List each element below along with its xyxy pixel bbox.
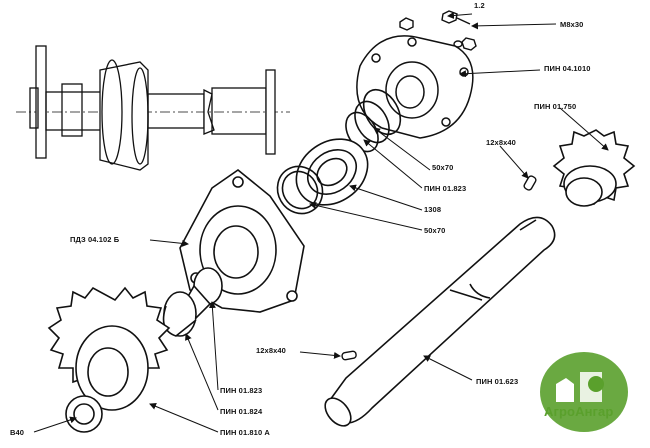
label-housing-top: ПИН 04.1010 xyxy=(544,64,591,73)
label-ring-823-bottom: ПИН 01.823 xyxy=(220,386,263,395)
label-housing-left: ПДЗ 04.102 Б xyxy=(70,235,120,244)
label-nut-left: В40 xyxy=(10,428,25,437)
label-bearing: 1308 xyxy=(424,205,442,214)
label-sprocket-large: ПИН 01.810 А xyxy=(220,428,270,437)
rings-upper xyxy=(345,88,402,153)
rings-lower xyxy=(162,267,223,337)
keys xyxy=(341,175,537,361)
upper-housing xyxy=(356,35,474,139)
label-bolt: М8х30 xyxy=(560,20,584,29)
bolt-parts xyxy=(399,10,477,51)
assembled-shaft-view xyxy=(16,45,290,171)
agroangar-logo xyxy=(540,352,628,432)
large-sprocket xyxy=(47,286,171,433)
main-shaft xyxy=(324,216,556,427)
label-ring-823-top: ПИН 01.823 xyxy=(424,184,467,193)
label-shaft: ПИН 01.623 xyxy=(476,377,519,386)
small-sprocket xyxy=(552,129,636,207)
label-seal-bottom: 50х70 xyxy=(424,226,446,235)
leader-lines xyxy=(33,12,609,433)
label-sprocket-small: ПИН 01.750 xyxy=(534,102,577,111)
label-key-top: 12х8х40 xyxy=(486,138,516,147)
label-bearing-seal-top: 50х70 xyxy=(432,163,454,172)
label-key-bottom: 12х8х40 xyxy=(256,346,286,355)
logo-text: АгроАнгар xyxy=(544,404,614,419)
label-bolt-count: 1.2 xyxy=(474,1,485,10)
label-ring-824: ПИН 01.824 xyxy=(220,407,263,416)
